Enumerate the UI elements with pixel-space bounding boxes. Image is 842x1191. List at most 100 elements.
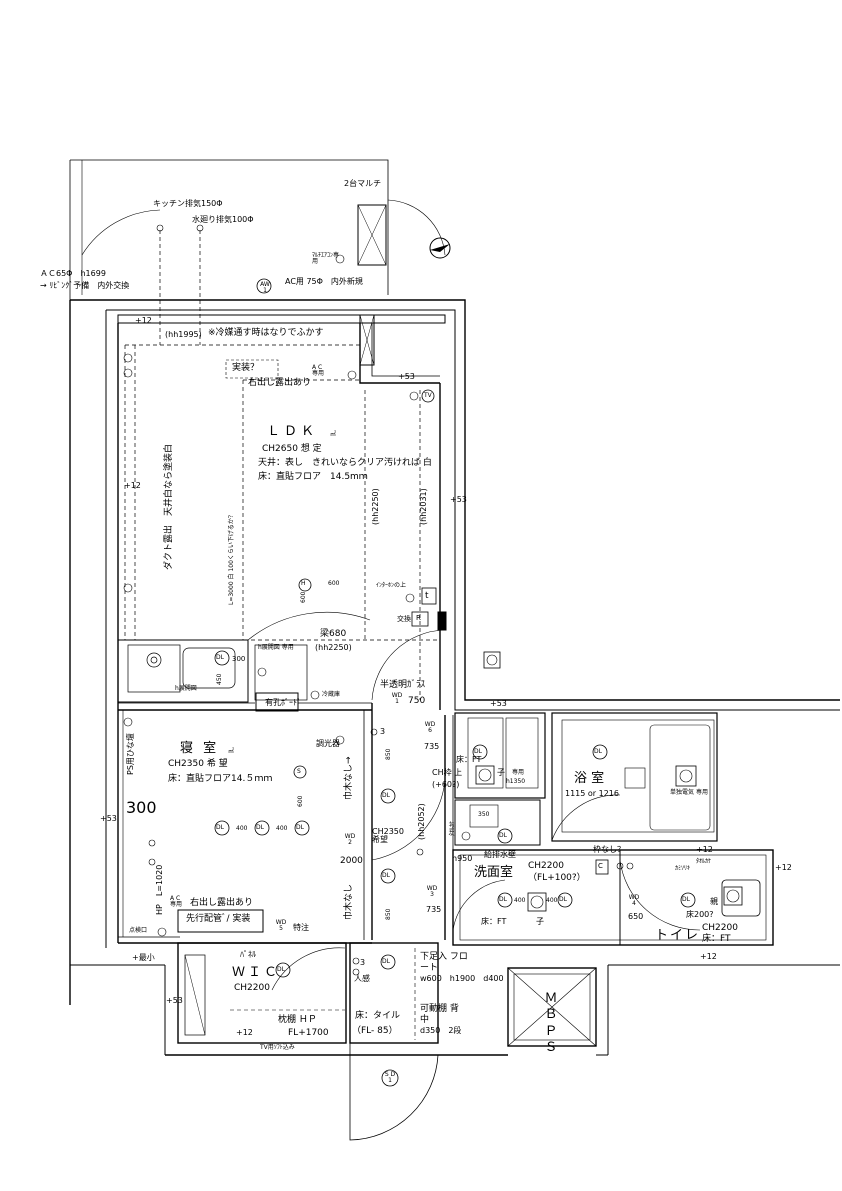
ldk-unit: ㎡ xyxy=(330,431,337,438)
ldk-room-name: ＬＤＫ xyxy=(267,424,319,439)
aw1-label: AW 1 xyxy=(260,281,270,294)
dl-kitchen: DL xyxy=(216,654,224,661)
fridge-note: 冷蔵庫 xyxy=(322,691,341,698)
toilet-floor: 床：FT xyxy=(702,934,731,944)
plus53-bottom: +53 xyxy=(166,996,183,1005)
plus12-bottom: +12 xyxy=(700,952,717,961)
kitchen-exhaust-note: キッチン排気150Φ xyxy=(153,199,223,208)
compass-icon xyxy=(429,237,451,259)
ac65-note: ＡＣ65Φ h1699 xyxy=(40,269,106,278)
entry-floor: 床：タイル xyxy=(355,1011,401,1021)
floor200-note: 床200? xyxy=(686,910,714,919)
taoru2-note: ﾀｵﾙｶｹ xyxy=(696,858,712,865)
min-note: +最小 xyxy=(132,953,155,962)
washroom-fl: （FL+100?） xyxy=(528,873,586,883)
hp-note: HP L=1020 xyxy=(155,864,164,915)
plus53-right: +53 xyxy=(450,495,467,504)
dim-300: 300 xyxy=(232,655,246,663)
supply-wall-note: 給排水壁 xyxy=(484,850,516,859)
jisso-note: 実装？ xyxy=(232,363,260,373)
beam-note: 梁680 xyxy=(320,629,347,639)
dl-400d: 400 xyxy=(546,897,558,904)
fl1700-note: FL+1700 xyxy=(288,1028,329,1038)
three2-label: 3 xyxy=(360,958,366,967)
ch2350-note: CH2350 希望 xyxy=(372,827,404,844)
water-exhaust-note: 水廻り排気100Φ xyxy=(192,215,254,224)
single-elec-note: 単独電気 専用 xyxy=(670,789,708,796)
wd5-label: WD 5 xyxy=(275,919,287,932)
dl-wic: DL xyxy=(277,966,285,973)
exchange-note: 交換 xyxy=(397,615,411,623)
dim-450: 450 xyxy=(216,673,223,685)
floor-ft-label: 床：FT xyxy=(456,755,482,764)
child-label: 子 xyxy=(497,768,505,777)
kamisoribi-note: ｶﾐｿﾘｷ xyxy=(675,865,691,872)
multi-ac-note: ﾏﾙﾁｴｱｺﾝ専用 xyxy=(312,252,340,265)
parent-label: 親 xyxy=(710,897,718,906)
t-symbol: t xyxy=(425,591,429,601)
dl-bath: DL xyxy=(594,748,602,755)
dl-bed-2: DL xyxy=(256,824,264,831)
width-735: 735 xyxy=(424,742,440,751)
tv-symbol: TV xyxy=(424,392,432,399)
width-650: 650 xyxy=(628,912,644,921)
c-symbol: C xyxy=(598,862,603,870)
ac75-note: AC用 75Φ 内外新規 xyxy=(285,277,363,286)
h-fold-note: h展開図 xyxy=(175,685,197,692)
dl-400c: 400 xyxy=(514,897,526,904)
width-735b: 735 xyxy=(426,905,442,914)
wd4-label: WD 4 xyxy=(628,894,640,907)
senyo-label: 専用 xyxy=(512,769,525,776)
bedroom-name: 寝 室 xyxy=(180,741,220,756)
ch-frame-note: CH枠 上 xyxy=(432,768,463,777)
frame-none-note: 枠なし？ xyxy=(593,845,625,854)
bedroom-floor: 床：直貼フロア14.５ｍｍ xyxy=(168,774,273,784)
bedroom-ch: CH2350 希 望 xyxy=(168,759,228,769)
wic-name: ＷＩＣ xyxy=(232,965,281,980)
wic-ch: CH2200 xyxy=(234,983,270,993)
h1350-label: h1350 xyxy=(506,778,526,785)
bedroom-unit: ㎡ xyxy=(228,748,235,755)
dl-wash-3: DL xyxy=(499,896,507,903)
hh2250-label: (hh2250) xyxy=(371,488,380,525)
plus53-ldk: +53 xyxy=(398,372,415,381)
size-300: 300 xyxy=(126,798,157,817)
s-symbol: S xyxy=(297,768,301,775)
bath-size: 1115 or 1216 xyxy=(565,789,619,798)
three-label: 3 xyxy=(380,727,386,736)
wd6-label: WD 6 xyxy=(424,721,436,734)
movable-dims: d350 2段 xyxy=(420,1026,462,1035)
tv-pipe-note: TV用ｿﾌﾄ込み xyxy=(260,1044,295,1051)
toilet-name: トイレ xyxy=(655,928,701,943)
bath-name: 浴 室 xyxy=(574,771,605,786)
r-symbol: R xyxy=(416,614,421,622)
dl-bed-3: DL xyxy=(296,824,304,831)
duct-note: ダクト露出 天井白なら塗装白 xyxy=(164,443,174,570)
interphone-note: ｲﾝﾀｰﾎﾝの上 xyxy=(376,582,407,589)
plus12-wet: +12 xyxy=(696,845,713,854)
dl-wash-4: DL xyxy=(559,896,567,903)
dl-bed-1: DL xyxy=(216,824,224,831)
plus12-left: +12 xyxy=(124,481,141,490)
semi-glass-note: 半透明ｶﾞﾗｽ xyxy=(380,680,426,690)
dimmer-note: 調光器 xyxy=(316,739,340,748)
right-exposed-note: 右出し露出あり xyxy=(248,378,312,388)
dim-600a: 600 xyxy=(328,580,340,587)
washroom-ch: CH2200 xyxy=(528,861,564,871)
right-exposed2-note: 右出し露出あり xyxy=(190,898,254,908)
dl-corr-1: DL xyxy=(382,792,390,799)
refrigerant-note: ※冷媒通す時はなりでふかす xyxy=(208,328,324,338)
dim-850b: 850 xyxy=(385,908,392,920)
child2-label: 子 xyxy=(536,917,544,926)
wd1-label: WD 1 xyxy=(391,692,403,705)
beam-hh-label: (hh2250) xyxy=(315,643,352,652)
floor-ft2-label: 床：FT xyxy=(481,917,507,926)
hh1995-label: (hh1995) xyxy=(165,330,202,339)
ceiling-lower-note: L=3000 白 100くらい下げるか？ xyxy=(228,512,235,605)
dl-400b: 400 xyxy=(276,825,288,832)
tenso-note: 点検口 xyxy=(129,927,148,934)
hh2052-label: (hh2052) xyxy=(417,803,426,840)
entry-fl: （FL- 85） xyxy=(352,1026,398,1036)
ac-sm-label: A C 専用 xyxy=(170,895,183,908)
